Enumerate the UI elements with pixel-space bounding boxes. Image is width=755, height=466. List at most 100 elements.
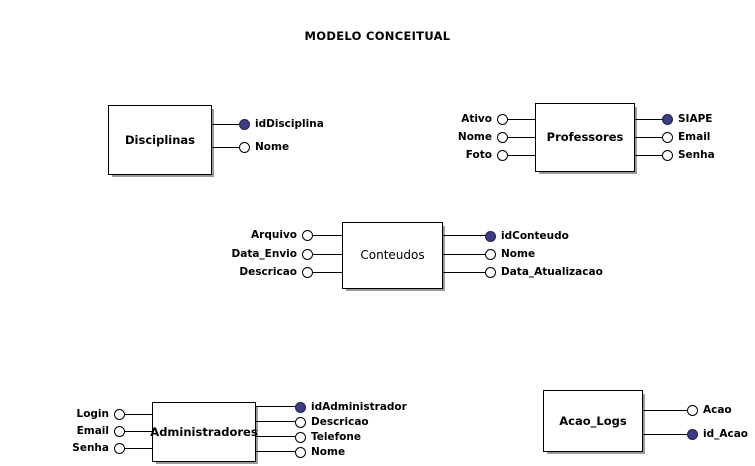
attribute-administradores-telefone[interactable]: Telefone: [295, 430, 361, 444]
attribute-administradores-descricao[interactable]: Descricao: [295, 415, 369, 429]
connector-professores-nome: [508, 137, 536, 138]
attribute-conteudos-arquivo[interactable]: Arquivo: [215, 228, 313, 242]
attribute-label: id_Acao: [703, 427, 749, 440]
attribute-circle-icon: [485, 266, 496, 278]
attribute-label: Senha: [72, 441, 109, 454]
connector-acao-logs-id-acao: [643, 434, 688, 435]
attribute-id-acao[interactable]: id_Acao: [687, 427, 748, 441]
key-attribute-circle-icon: [295, 401, 306, 413]
diagram-title: MODELO CONCEITUAL: [304, 29, 451, 43]
connector-conteudos-arquivo: [313, 235, 343, 236]
attribute-label: Ativo: [461, 112, 492, 125]
attribute-circle-icon: [662, 131, 673, 143]
attribute-circle-icon: [485, 248, 496, 260]
entity-name-acao-logs: Acao_Logs: [559, 413, 627, 428]
attribute-label: Nome: [255, 140, 290, 153]
attribute-professores-email[interactable]: Email: [662, 130, 710, 144]
attribute-label: Email: [76, 424, 109, 437]
entity-professores[interactable]: Professores: [535, 103, 635, 172]
key-attribute-circle-icon: [485, 230, 496, 242]
attribute-circle-icon: [239, 141, 250, 153]
connector-disciplinas-iddisciplina: [212, 124, 240, 125]
attribute-label: Data_Atualizacao: [501, 265, 603, 278]
attribute-professores-ativo[interactable]: Ativo: [440, 112, 508, 126]
attribute-professores-senha[interactable]: Senha: [662, 148, 715, 162]
connector-administradores-login: [125, 414, 153, 415]
connector-administradores-nome: [256, 451, 296, 452]
attribute-circle-icon: [114, 442, 125, 454]
attribute-label: Nome: [311, 445, 346, 458]
attribute-label: Email: [678, 130, 711, 143]
attribute-label: idAdministrador: [311, 400, 407, 413]
entity-name-disciplinas: Disciplinas: [125, 132, 195, 147]
attribute-idadministrador[interactable]: idAdministrador: [295, 400, 407, 414]
attribute-professores-foto[interactable]: Foto: [440, 148, 508, 162]
attribute-disciplinas-nome[interactable]: Nome: [239, 140, 289, 154]
attribute-circle-icon: [114, 425, 125, 437]
connector-professores-siape: [635, 119, 663, 120]
attribute-label: SIAPE: [678, 112, 713, 125]
entity-name-conteudos: Conteudos: [360, 247, 425, 262]
attribute-data-atualizacao[interactable]: Data_Atualizacao: [485, 265, 603, 279]
connector-professores-email: [635, 137, 663, 138]
key-attribute-circle-icon: [687, 428, 698, 440]
attribute-circle-icon: [497, 113, 508, 125]
attribute-circle-icon: [295, 416, 306, 428]
attribute-circle-icon: [662, 149, 673, 161]
key-attribute-circle-icon: [662, 113, 673, 125]
attribute-acao-logs-acao[interactable]: Acao: [687, 403, 732, 417]
connector-administradores-idadministrador: [256, 406, 296, 407]
connector-conteudos-data-envio: [313, 254, 343, 255]
attribute-label: Nome: [457, 130, 492, 143]
connector-administradores-senha: [125, 448, 153, 449]
attribute-conteudos-data-envio[interactable]: Data_Envio: [215, 247, 313, 261]
connector-professores-senha: [635, 155, 663, 156]
attribute-circle-icon: [302, 266, 313, 278]
connector-conteudos-idconteudo: [443, 235, 486, 236]
attribute-idconteudo[interactable]: idConteudo: [485, 229, 569, 243]
attribute-siape[interactable]: SIAPE: [662, 112, 712, 126]
connector-administradores-email: [125, 431, 153, 432]
entity-name-administradores: Administradores: [150, 424, 258, 439]
connector-conteudos-descricao: [313, 272, 343, 273]
attribute-administradores-senha[interactable]: Senha: [57, 441, 125, 455]
attribute-professores-nome[interactable]: Nome: [440, 130, 508, 144]
connector-administradores-descricao: [256, 421, 296, 422]
attribute-circle-icon: [295, 446, 306, 458]
attribute-administradores-login[interactable]: Login: [57, 407, 125, 421]
connector-acao-logs-acao: [643, 410, 688, 411]
attribute-label: Descricao: [311, 415, 369, 428]
attribute-circle-icon: [295, 431, 306, 443]
attribute-administradores-nome[interactable]: Nome: [295, 445, 345, 459]
attribute-label: Data_Envio: [231, 247, 297, 260]
entity-acao-logs[interactable]: Acao_Logs: [543, 390, 643, 452]
attribute-administradores-email[interactable]: Email: [57, 424, 125, 438]
attribute-conteudos-nome[interactable]: Nome: [485, 247, 535, 261]
connector-disciplinas-nome: [212, 147, 240, 148]
attribute-label: idDisciplina: [255, 117, 324, 130]
attribute-conteudos-descricao[interactable]: Descricao: [215, 265, 313, 279]
attribute-circle-icon: [497, 131, 508, 143]
attribute-label: Nome: [501, 247, 536, 260]
connector-administradores-telefone: [256, 436, 296, 437]
attribute-circle-icon: [302, 229, 313, 241]
entity-conteudos[interactable]: Conteudos: [342, 222, 443, 289]
attribute-circle-icon: [497, 149, 508, 161]
entity-disciplinas[interactable]: Disciplinas: [108, 105, 212, 175]
attribute-label: Arquivo: [251, 228, 297, 241]
attribute-circle-icon: [687, 404, 698, 416]
attribute-label: Acao: [703, 403, 732, 416]
attribute-label: Descricao: [239, 265, 297, 278]
attribute-label: Telefone: [311, 430, 361, 443]
entity-administradores[interactable]: Administradores: [150, 402, 258, 462]
attribute-circle-icon: [302, 248, 313, 260]
attribute-iddisciplina[interactable]: idDisciplina: [239, 117, 324, 131]
connector-conteudos-nome: [443, 254, 486, 255]
attribute-circle-icon: [114, 408, 125, 420]
connector-conteudos-data-atualizacao: [443, 272, 486, 273]
attribute-label: Login: [76, 407, 110, 420]
key-attribute-circle-icon: [239, 118, 250, 130]
entity-name-professores: Professores: [546, 130, 624, 145]
attribute-label: Senha: [678, 148, 715, 161]
